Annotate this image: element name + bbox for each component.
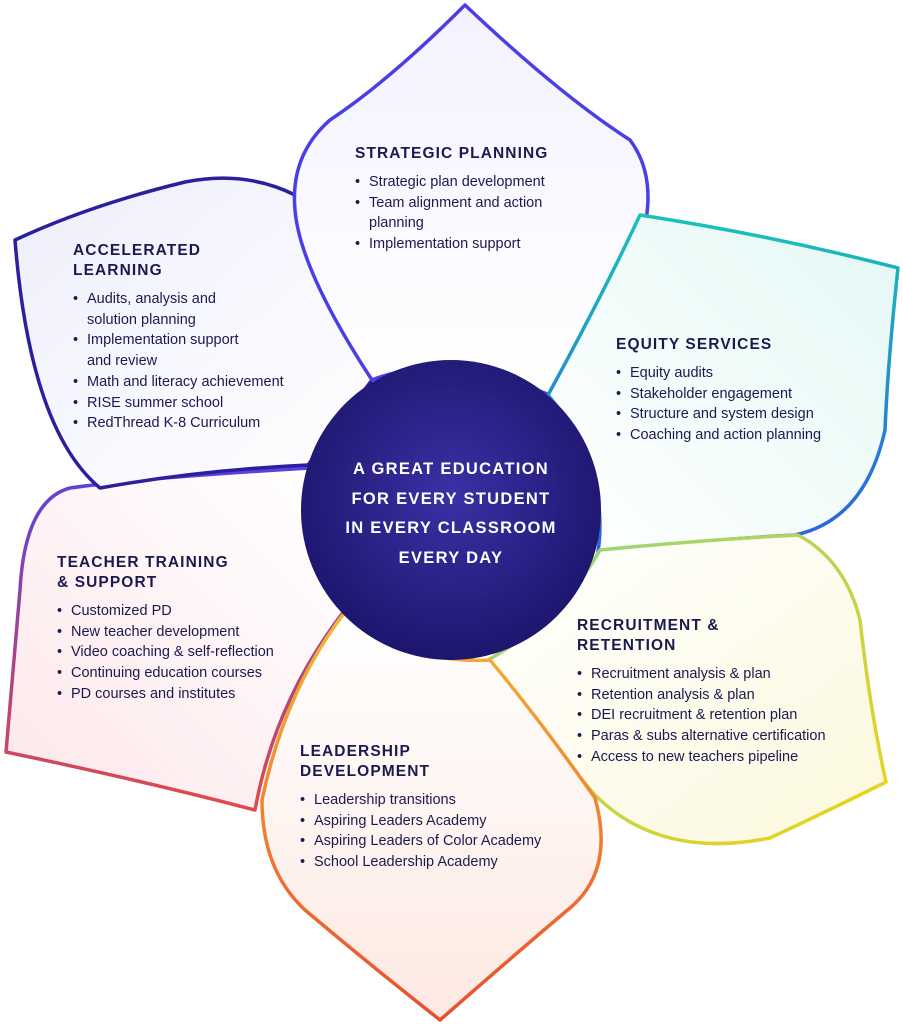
section-leadership-development: LEADERSHIP DEVELOPMENT Leadership transi… <box>300 742 590 873</box>
section-title: RECRUITMENT & RETENTION <box>577 617 720 654</box>
list-item: Access to new teachers pipeline <box>577 747 877 768</box>
list-item: Equity audits <box>616 363 876 384</box>
list-item: Stakeholder engagement <box>616 384 876 405</box>
section-title: TEACHER TRAINING & SUPPORT <box>57 554 229 591</box>
section-teacher-training: TEACHER TRAINING & SUPPORT Customized PD… <box>57 553 317 705</box>
section-title: LEADERSHIP DEVELOPMENT <box>300 743 431 780</box>
list-item: Aspiring Leaders Academy <box>300 811 590 832</box>
section-recruitment-retention: RECRUITMENT & RETENTION Recruitment anal… <box>577 616 877 768</box>
list-item: Leadership transitions <box>300 790 590 811</box>
section-items: Equity audits Stakeholder engagement Str… <box>616 363 876 446</box>
list-item: Audits, analysis and solution planning <box>73 289 333 330</box>
list-item: Math and literacy achievement <box>73 372 333 393</box>
list-item: Continuing education courses <box>57 663 317 684</box>
section-title: ACCELERATED LEARNING <box>73 242 202 279</box>
list-item: Strategic plan development <box>355 172 615 193</box>
list-item: Implementation support <box>355 234 615 255</box>
list-item: RedThread K-8 Curriculum <box>73 413 333 434</box>
section-title: STRATEGIC PLANNING <box>355 145 549 162</box>
list-item: Recruitment analysis & plan <box>577 664 877 685</box>
list-item: Coaching and action planning <box>616 425 876 446</box>
section-items: Recruitment analysis & plan Retention an… <box>577 664 877 768</box>
center-mission-text: A GREAT EDUCATION FOR EVERY STUDENT IN E… <box>345 460 557 567</box>
section-equity-services: EQUITY SERVICES Equity audits Stakeholde… <box>616 335 876 446</box>
center-circle <box>301 360 601 660</box>
list-item: School Leadership Academy <box>300 852 590 873</box>
section-items: Leadership transitions Aspiring Leaders … <box>300 790 590 873</box>
section-accelerated-learning: ACCELERATED LEARNING Audits, analysis an… <box>73 241 333 434</box>
list-item: Video coaching & self-reflection <box>57 642 317 663</box>
list-item: DEI recruitment & retention plan <box>577 705 877 726</box>
list-item: Aspiring Leaders of Color Academy <box>300 831 590 852</box>
list-item: Paras & subs alternative certification <box>577 726 877 747</box>
list-item: RISE summer school <box>73 393 333 414</box>
list-item: Implementation support and review <box>73 330 333 371</box>
list-item: Retention analysis & plan <box>577 685 877 706</box>
section-strategic-planning: STRATEGIC PLANNING Strategic plan develo… <box>355 144 615 255</box>
section-items: Strategic plan development Team alignmen… <box>355 172 615 255</box>
list-item: Team alignment and action planning <box>355 193 615 234</box>
list-item: Customized PD <box>57 601 317 622</box>
list-item: Structure and system design <box>616 404 876 425</box>
section-title: EQUITY SERVICES <box>616 336 773 353</box>
list-item: PD courses and institutes <box>57 684 317 705</box>
section-items: Customized PD New teacher development Vi… <box>57 601 317 705</box>
list-item: New teacher development <box>57 622 317 643</box>
section-items: Audits, analysis and solution planning I… <box>73 289 333 434</box>
